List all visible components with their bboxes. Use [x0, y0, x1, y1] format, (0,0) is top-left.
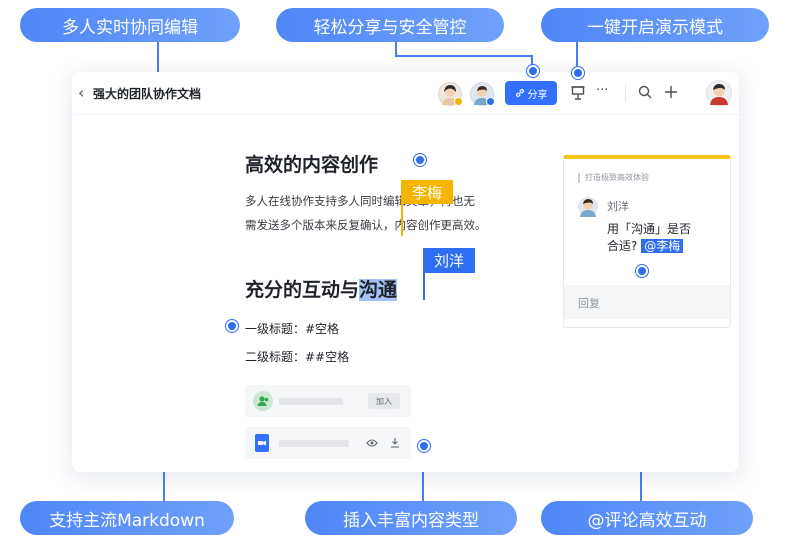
paragraph-line-2[interactable]: 需发送多个版本来反复确认，内容创作更高效。: [245, 218, 487, 232]
group-icon: [253, 391, 273, 411]
document-window: ‹ 强大的团队协作文档 分享 ···: [72, 72, 739, 472]
markdown-h1-text: 一级标题：#空格: [245, 322, 340, 336]
link-icon: [515, 88, 524, 98]
presentation-icon[interactable]: [571, 85, 585, 101]
join-button[interactable]: 加入: [368, 393, 400, 409]
placeholder-bar: [279, 440, 349, 447]
callout-present: 一键开启演示模式: [541, 8, 769, 42]
comment-text-line-1: 用「沟通」是否: [607, 222, 692, 236]
document-header: ‹ 强大的团队协作文档 分享 ···: [72, 72, 739, 115]
callout-markdown: 支持主流Markdown: [20, 501, 234, 535]
callout-insert: 插入丰富内容类型: [305, 501, 517, 535]
heading-efficient-creation[interactable]: 高效的内容创作: [245, 154, 379, 176]
connector-dot: [418, 440, 430, 452]
connector-dot: [226, 320, 238, 332]
callout-collab: 多人实时协同编辑: [20, 8, 240, 42]
join-button-label: 加入: [376, 396, 392, 406]
reply-input[interactable]: 回复: [564, 285, 730, 319]
avatar-current-user[interactable]: [706, 80, 732, 106]
header-divider: [625, 84, 626, 102]
comment-quote-text: 打造极致高效体验: [585, 173, 649, 182]
text-cursor-limei: [401, 180, 403, 236]
heading-interaction-text: 充分的互动与: [245, 279, 360, 301]
eye-icon[interactable]: [366, 438, 378, 448]
markdown-h2-hint[interactable]: 二级标题：##空格: [245, 348, 349, 365]
connector-dot: [414, 154, 426, 166]
search-icon[interactable]: [638, 85, 652, 99]
connector-present: [576, 40, 578, 70]
plus-icon[interactable]: [664, 85, 678, 99]
cursor-label-limei: 李梅: [401, 180, 453, 204]
avatar-collaborator-1[interactable]: [438, 82, 463, 106]
comment-author-name: 刘洋: [607, 200, 629, 213]
share-button-label: 分享: [527, 89, 548, 101]
online-badge: [454, 97, 463, 106]
chevron-left-icon[interactable]: ‹: [78, 83, 85, 102]
placeholder-bar: [279, 398, 343, 405]
avatar-collaborator-2[interactable]: [470, 82, 495, 106]
comment-author-avatar[interactable]: [578, 197, 598, 217]
connector-dot: [527, 65, 539, 77]
comment-text-line-2: 合适? @李梅: [607, 237, 684, 254]
connector-share: [395, 40, 397, 56]
reply-placeholder: 回复: [578, 297, 600, 310]
heading-interaction[interactable]: 充分的互动与沟通: [245, 275, 398, 302]
embedded-group-card[interactable]: 加入: [245, 385, 411, 417]
comment-panel: 打造极致高效体验 刘洋 用「沟通」是否 合适? @李梅 回复: [563, 155, 731, 328]
connector-dot: [636, 265, 648, 277]
comment-quote[interactable]: 打造极致高效体验: [578, 173, 649, 183]
online-badge: [486, 97, 495, 106]
download-icon[interactable]: [390, 437, 400, 448]
share-button[interactable]: 分享: [505, 81, 557, 105]
cursor-label-liuyang: 刘洋: [423, 248, 475, 273]
document-title: 强大的团队协作文档: [93, 87, 202, 101]
callout-comment: @评论高效互动: [541, 501, 753, 535]
markdown-h2-text: 二级标题：##空格: [245, 350, 350, 364]
video-file-icon: [255, 434, 269, 452]
connector-share: [531, 55, 533, 69]
embedded-file-card[interactable]: [245, 427, 411, 459]
connector-insert: [422, 446, 424, 503]
comment-text-line-2-text: 合适?: [607, 239, 638, 253]
selected-text[interactable]: 沟通: [359, 279, 398, 301]
markdown-h1-hint[interactable]: 一级标题：#空格: [245, 320, 339, 337]
connector-dot: [572, 67, 584, 79]
connector-share: [395, 55, 532, 57]
more-options-icon[interactable]: ···: [596, 83, 609, 98]
callout-share: 轻松分享与安全管控: [276, 8, 504, 42]
text-cursor-liuyang: [423, 248, 425, 300]
comment-mention[interactable]: @李梅: [641, 239, 684, 253]
